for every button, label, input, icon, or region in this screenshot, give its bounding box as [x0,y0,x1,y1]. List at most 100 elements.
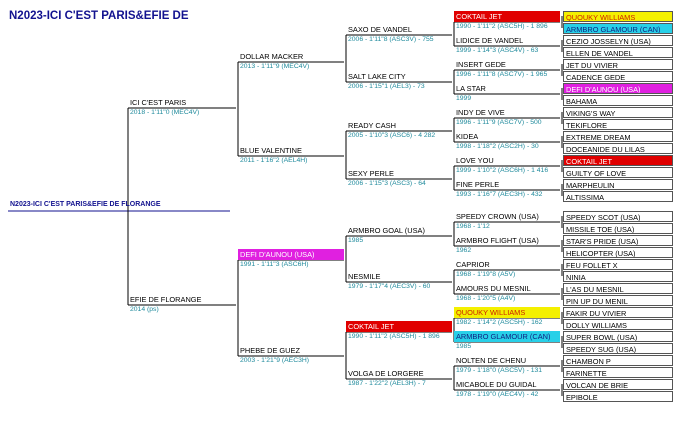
ancestor-cell: PIN UP DU MENIL [563,295,673,306]
horse-name: AMOURS DU MESNIL [456,284,531,293]
horse-name: PHEBE DE GUEZ [240,346,300,355]
horse-name: SALT LAKE CITY [348,72,406,81]
horse-name: VOLGA DE LORGERE [348,369,424,378]
horse-info: 2013 - 1'11"9 (MEC4V) [240,63,310,70]
ancestor-cell: SPEEDY SUG (USA) [563,343,673,354]
ancestor-cell: MISSILE TOE (USA) [563,223,673,234]
horse-name: NESMILE [348,272,381,281]
pedigree-node-gen3: VOLGA DE LORGERE 1987 - 1'22"2 (AEL3H) -… [346,368,452,389]
ancestor-cell: DOLLY WILLIAMS [563,319,673,330]
ancestor-cell: STAR'S PRIDE (USA) [563,235,673,246]
ancestor-cell: QUOUKY WILLIAMS [563,11,673,22]
pedigree-node-gen4: CAPRIOR 1968 - 1'19"8 (A5V) [454,259,560,280]
horse-name: DEFI D'AUNOU (USA) [238,249,344,260]
horse-info: 1968 - 1'19"8 (A5V) [456,271,516,278]
horse-name: CAPRIOR [456,260,490,269]
horse-name: ARMBRO GLAMOUR (CAN) [454,331,560,342]
ancestor-cell: CEZIO JOSSELYN (USA) [563,35,673,46]
ancestor-cell: TEKIFLORE [563,119,673,130]
horse-name: ICI C'EST PARIS [130,98,187,107]
horse-info: 1990 - 1'11"2 (ASC5H) - 1 896 [348,333,440,340]
pedigree-node-gen4: QUOUKY WILLIAMS 1982 - 1'14"2 (ASC5H) - … [454,307,560,328]
horse-info: 2011 - 1'16"2 (AEL4H) [240,157,308,164]
horse-info: 2018 - 1'11"0 (MEC4V) [130,109,200,116]
horse-name: COKTAIL JET [454,11,560,22]
ancestor-cell: FAKIR DU VIVIER [563,307,673,318]
ancestor-cell: JET DU VIVIER [563,59,673,70]
subject-name: N2023-ICI C'EST PARIS&EFIE DE FLORANGE [10,201,161,208]
horse-name: SAXO DE VANDEL [348,25,412,34]
horse-info: 1990 - 1'11"2 (ASC5H) - 1 896 [456,23,548,30]
pedigree-node-gen4: INSERT GEDE 1996 - 1'11"8 (ASC7V) - 1 96… [454,59,560,80]
pedigree-node-gen4: INDY DE VIVE 1996 - 1'11"9 (ASC7V) - 500 [454,107,560,128]
horse-info: 2006 - 1'15"1 (AEL3) - 73 [348,83,425,90]
ancestor-cell: GUILTY OF LOVE [563,167,673,178]
pedigree-node-gen4: KIDEA 1998 - 1'18"2 (ASC2H) - 30 [454,131,560,152]
horse-info: 1996 - 1'11"8 (ASC7V) - 1 965 [456,71,548,78]
horse-info: 1993 - 1'16"7 (AEC3H) - 432 [456,191,543,198]
horse-info: 1985 [456,343,472,350]
ancestor-cell: DOCEANIDE DU LILAS [563,143,673,154]
ancestor-cell: VIKING'S WAY [563,107,673,118]
pedigree-node-gen4: MICABOLE DU GUIDAL 1978 - 1'19"0 (AEC4V)… [454,379,560,400]
horse-name: COKTAIL JET [346,321,452,332]
pedigree-node-gen4: FINE PERLE 1993 - 1'16"7 (AEC3H) - 432 [454,179,560,200]
pedigree-node-gen4: LOVE YOU 1999 - 1'10"2 (ASC6H) - 1 416 [454,155,560,176]
ancestor-cell: EPIBOLE [563,391,673,402]
subject-horse: N2023-ICI C'EST PARIS&EFIE DE FLORANGE [8,199,230,210]
horse-name: KIDEA [456,132,479,141]
pedigree-node-gen4: COKTAIL JET 1990 - 1'11"2 (ASC5H) - 1 89… [454,11,560,32]
horse-info: 1999 [456,95,472,102]
pedigree-node-gen3: SEXY PERLE 2006 - 1'15"3 (ASC3) - 64 [346,168,452,189]
horse-info: 2006 - 1'11"8 (ASC3V) - 755 [348,36,434,43]
pedigree-node-gen3: SAXO DE VANDEL 2006 - 1'11"8 (ASC3V) - 7… [346,24,452,45]
pedigree-node-gen3: NESMILE 1979 - 1'17"4 (AEC3V) - 60 [346,271,452,292]
pedigree-node-gen4: ARMBRO GLAMOUR (CAN) 1985 [454,331,560,352]
horse-name: INDY DE VIVE [456,108,505,117]
pedigree-node-gen4: LA STAR 1999 [454,83,560,104]
horse-name: EFIE DE FLORANGE [130,295,202,304]
horse-name: LOVE YOU [456,156,494,165]
horse-info: 2005 - 1'10"3 (ASC6) - 4 282 [348,132,436,139]
horse-info: 1978 - 1'19"0 (AEC4V) - 42 [456,391,539,398]
horse-info: 1962 [456,247,472,254]
horse-info: 1982 - 1'14"2 (ASC5H) - 162 [456,319,543,326]
horse-info: 1968 - 1'20"5 (A4V) [456,295,516,302]
ancestor-cell: BAHAMA [563,95,673,106]
pedigree-node-gen4: ARMBRO FLIGHT (USA) 1962 [454,235,560,256]
horse-info: 2014 (ps) [130,306,159,313]
horse-info: 1999 - 1'10"2 (ASC6H) - 1 416 [456,167,549,174]
horse-name: READY CASH [348,121,396,130]
sire: ICI C'EST PARIS 2018 - 1'11"0 (MEC4V) [128,97,236,118]
horse-name: NOLTEN DE CHENU [456,356,527,365]
ancestor-cell: MARPHEULIN [563,179,673,190]
horse-name: ARMBRO GOAL (USA) [348,226,425,235]
horse-name: FINE PERLE [456,180,500,189]
horse-info: 2006 - 1'15"3 (ASC3) - 64 [348,180,426,187]
ancestor-cell: NINIA [563,271,673,282]
horse-info: 1979 - 1'18"0 (ASC5V) - 131 [456,367,543,374]
horse-name: LIDICE DE VANDEL [456,36,524,45]
ancestor-cell: SUPER BOWL (USA) [563,331,673,342]
horse-name: MICABOLE DU GUIDAL [456,380,537,389]
horse-name: SEXY PERLE [348,169,394,178]
pedigree-node-gen3: READY CASH 2005 - 1'10"3 (ASC6) - 4 282 [346,120,452,141]
ancestor-cell: L'AS DU MESNIL [563,283,673,294]
ancestor-cell: DEFI D'AUNOU (USA) [563,83,673,94]
pedigree-node-gen2: BLUE VALENTINE 2011 - 1'16"2 (AEL4H) [238,145,344,166]
pedigree-node-gen3: COKTAIL JET 1990 - 1'11"2 (ASC5H) - 1 89… [346,321,452,342]
horse-name: QUOUKY WILLIAMS [454,307,560,318]
horse-info: 1999 - 1'14"3 (ASC4V) - 63 [456,47,539,54]
ancestor-cell: SPEEDY SCOT (USA) [563,211,673,222]
ancestor-cell: HELICOPTER (USA) [563,247,673,258]
horse-name: DOLLAR MACKER [240,52,304,61]
pedigree-node-gen2: PHEBE DE GUEZ 2003 - 1'21"9 (AEC3H) [238,345,344,366]
horse-name: ARMBRO FLIGHT (USA) [456,236,539,245]
pedigree-node-gen4: AMOURS DU MESNIL 1968 - 1'20"5 (A4V) [454,283,560,304]
horse-name: BLUE VALENTINE [240,146,302,155]
ancestor-cell: COKTAIL JET [563,155,673,166]
horse-name: SPEEDY CROWN (USA) [456,212,539,221]
horse-name: INSERT GEDE [456,60,506,69]
horse-info: 1979 - 1'17"4 (AEC3V) - 60 [348,283,431,290]
